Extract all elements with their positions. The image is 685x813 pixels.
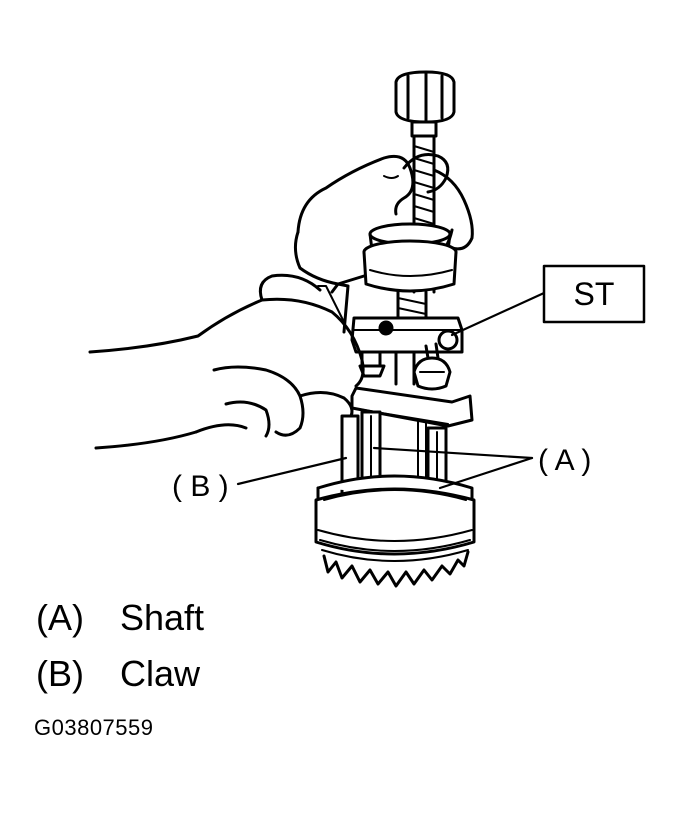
figure-code: G03807559 [34,715,154,740]
legend-key: (A) [36,597,84,638]
leader-st [450,291,546,337]
callout-b: ( B ) [172,470,229,503]
callout-a: ( A ) [538,444,591,477]
leader-a-2 [438,456,534,490]
legend-item-shaft: (A) Shaft [36,598,204,638]
st-label-box [542,264,646,324]
leader-b [236,456,348,486]
st-label: ST [574,276,615,312]
puller-tool-illustration: ST ( A ) ( B ) [88,70,646,588]
legend-item-claw: (B) Claw [36,654,200,694]
left-hand [88,273,365,450]
gear-workpiece [314,474,476,588]
yoke-bar [350,316,464,391]
legend-key: (B) [36,653,84,694]
leader-lines [236,291,546,490]
legend-label: Shaft [120,597,205,638]
leader-a-1 [372,446,534,460]
forcing-screw [394,70,456,294]
legend-label: Claw [120,653,201,694]
tool-housing [362,222,458,320]
